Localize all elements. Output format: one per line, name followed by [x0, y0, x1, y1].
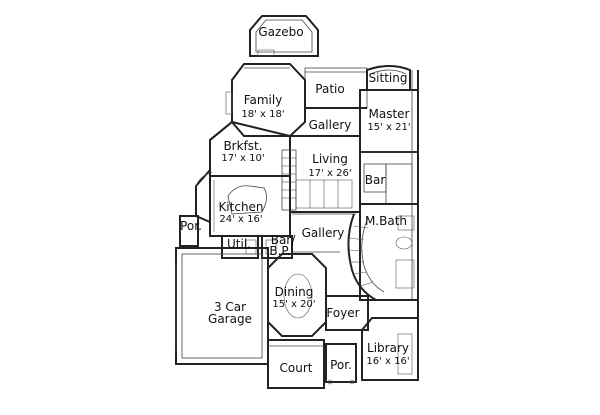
dims-dining: 15' x 20' — [272, 299, 315, 310]
label-foyer: Foyer — [326, 306, 359, 320]
label-gazebo: Gazebo — [258, 25, 303, 39]
label-brkfst: Brkfst. — [223, 139, 262, 153]
porch-front — [325, 343, 357, 385]
dims-library: 16' x 16' — [366, 356, 409, 367]
label-living: Living — [312, 152, 348, 166]
porch-left — [179, 215, 199, 247]
label-gallery-lower: Gallery — [302, 226, 345, 240]
library — [361, 317, 419, 381]
label-library: Library — [367, 341, 409, 355]
dining-room — [267, 253, 327, 337]
master-bedroom — [359, 89, 419, 153]
sitting-bay — [366, 65, 411, 91]
court — [267, 339, 325, 389]
dims-family: 18' x 18' — [241, 109, 284, 120]
label-garage-line1: 3 Car — [214, 300, 246, 314]
label-kitchen: Kitchen — [218, 200, 263, 214]
dims-kitchen: 24' x 16' — [219, 214, 262, 225]
foyer — [325, 295, 369, 331]
label-court: Court — [280, 361, 313, 375]
dims-living: 17' x 26' — [308, 168, 351, 179]
label-bar-bp-line2: B.P. — [269, 244, 290, 258]
gazebo-structure — [249, 15, 319, 57]
label-sitting: Sitting — [369, 71, 408, 85]
label-por-left: Por. — [180, 219, 202, 233]
label-dining: Dining — [275, 285, 314, 299]
label-patio: Patio — [315, 82, 344, 96]
master-bath — [359, 203, 419, 301]
label-bar-bp-line1: Bar/ — [271, 233, 297, 247]
label-master: Master — [369, 107, 410, 121]
label-por-front: Por. — [330, 358, 352, 372]
label-garage-line2: Garage — [208, 312, 252, 326]
label-family: Family — [244, 93, 283, 107]
gallery-lower — [292, 213, 356, 253]
label-mbath: M.Bath — [365, 214, 407, 228]
curved-staircase — [347, 213, 385, 301]
label-util: Util. — [227, 237, 251, 251]
dims-master: 15' x 21' — [367, 122, 410, 133]
label-gallery-upper: Gallery — [309, 118, 352, 132]
label-bar-upper: Bar — [365, 173, 386, 187]
dims-brkfst: 17' x 10' — [221, 153, 264, 164]
living-room — [281, 135, 361, 213]
